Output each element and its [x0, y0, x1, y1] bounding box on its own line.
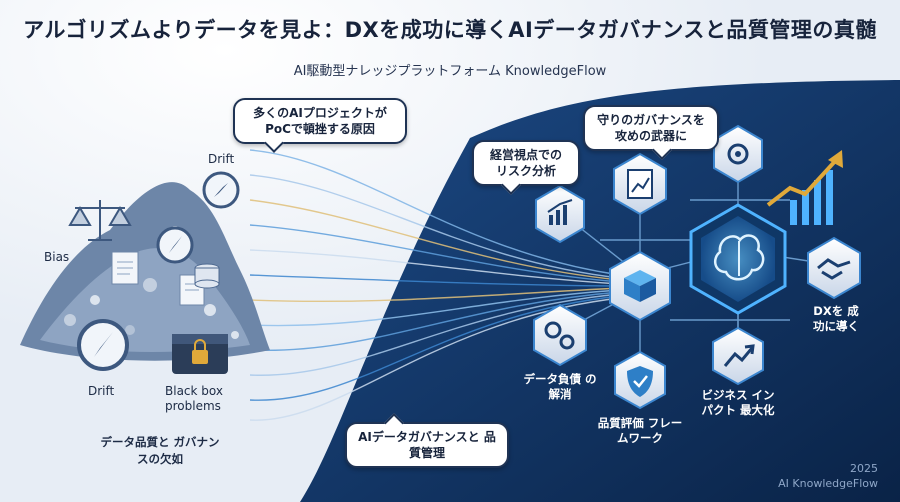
label-drift-top: Drift	[208, 152, 235, 166]
speech-bubble-text: 経営視点での リスク分析	[489, 148, 562, 178]
speech-bubble-governance: AIデータガバナンスと 品質管理	[345, 422, 509, 468]
label-quality-lack: データ品質と ガバナンスの欠如	[100, 435, 220, 466]
label-business-impact: ビジネス インパクト 最大化	[701, 388, 775, 417]
speech-bubble-text: AIデータガバナンスと 品質管理	[358, 430, 496, 460]
compass-icon	[77, 319, 129, 371]
label-drift-bottom: Drift	[88, 384, 115, 398]
handshake-hex-icon	[807, 236, 861, 300]
shield-hex-icon	[614, 350, 666, 410]
speech-bubble-text: 多くのAIプロジェクトが PoCで頓挫する原因	[253, 106, 387, 136]
black-box-icon	[172, 334, 228, 374]
speech-bubble-risk-analysis: 経営視点での リスク分析	[472, 140, 580, 186]
label-black-box: Black box problems	[165, 384, 223, 413]
speech-bubble-text: 守りのガバナンスを 攻めの武器に	[597, 113, 705, 143]
growth-chart-icon	[766, 150, 843, 225]
label-dx-success: DXを 成功に導く	[813, 304, 859, 333]
footer-brand: AI KnowledgeFlow	[778, 477, 878, 490]
label-data-debt: データ負債 の解消	[523, 372, 597, 401]
cube-hex-icon	[609, 250, 671, 322]
page-title: アルゴリズムよりデータを見よ：DXを成功に導くAIデータガバナンスと品質管理の真…	[23, 18, 877, 42]
trend-hex-icon	[712, 326, 764, 386]
report-hex-icon	[613, 152, 667, 216]
speech-bubble-governance-weapon: 守りのガバナンスを 攻めの武器に	[583, 105, 719, 151]
compass-icon	[202, 171, 240, 209]
scale-icon	[68, 200, 132, 241]
chart-up-hex-icon	[535, 184, 585, 244]
footer-year: 2025	[850, 462, 878, 475]
brain-hex-icon	[689, 203, 787, 315]
speech-bubble-poc-failure: 多くのAIプロジェクトが PoCで頓挫する原因	[233, 98, 407, 144]
label-quality-framework: 品質評価 フレームワーク	[597, 416, 683, 445]
label-bias: Bias	[44, 250, 70, 264]
gears-hex-icon	[533, 303, 587, 367]
page-subtitle: AI駆動型ナレッジプラットフォーム KnowledgeFlow	[293, 64, 607, 79]
compass-icon	[156, 226, 194, 264]
